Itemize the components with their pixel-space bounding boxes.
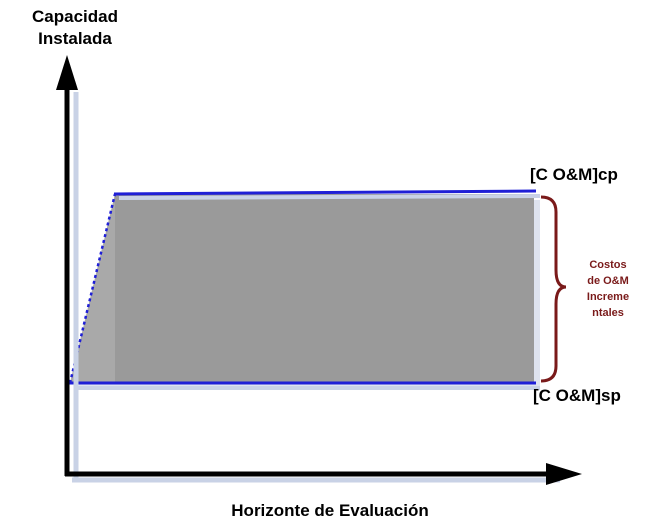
brace-label-line2: de O&M: [587, 275, 629, 287]
brace-label-line4: ntales: [592, 307, 624, 319]
brace-label-line1: Costos: [589, 259, 627, 271]
y-axis-arrow-icon: [56, 55, 78, 90]
y-axis-title: Capacidad Instalada: [0, 6, 150, 50]
top-level-line: [113, 189, 537, 196]
y-axis-title-line1: Capacidad: [32, 7, 118, 26]
top-level-label: [C O&M]cp: [530, 165, 618, 184]
y-axis-title-line2: Instalada: [38, 29, 112, 48]
brace-label: Costos de O&M Increme ntales: [568, 257, 648, 321]
brace-label-line3: Increme: [586, 291, 630, 303]
incremental-cost-area: [70, 194, 534, 383]
x-axis-title: Horizonte de Evaluación: [231, 501, 429, 520]
x-axis-arrow-icon: [546, 463, 582, 485]
top-line-shadow: [118, 194, 541, 200]
bottom-level-label: [C O&M]sp: [533, 386, 621, 405]
curly-brace-icon: [540, 195, 567, 383]
